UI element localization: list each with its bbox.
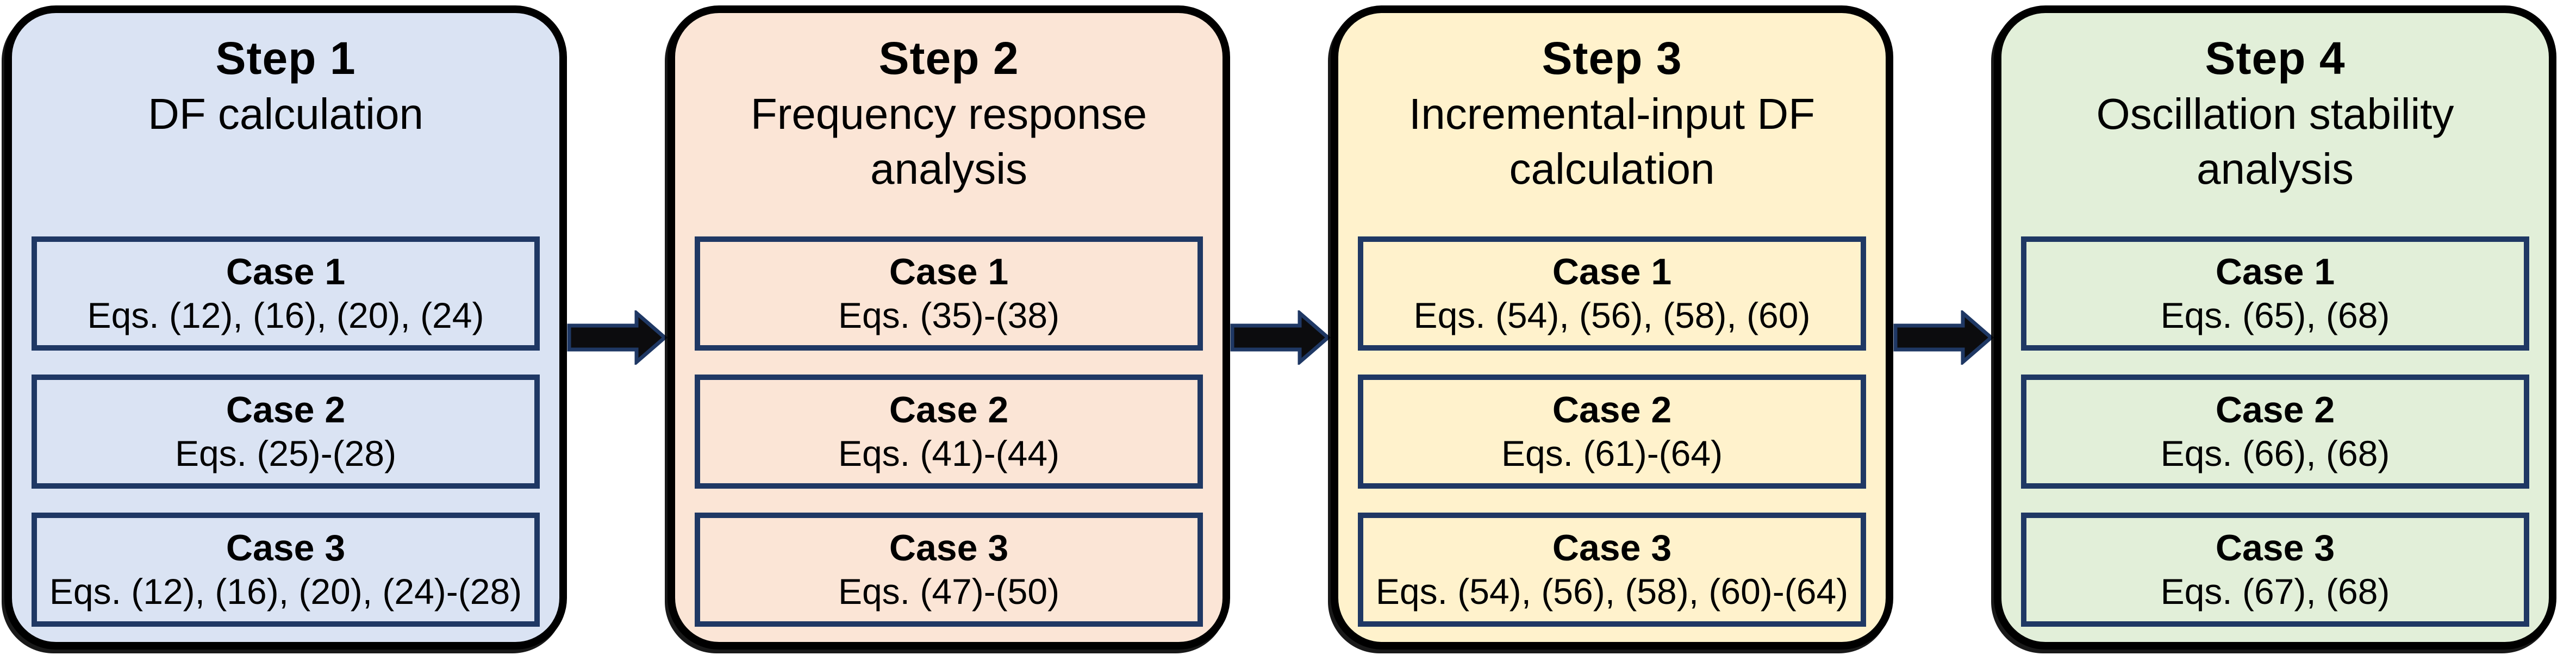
arrow-step1-to-step2 bbox=[567, 5, 668, 650]
step-1-cases: Case 1 Eqs. (12), (16), (20), (24) Case … bbox=[32, 236, 540, 627]
step-2-subtitle: Frequency response analysis bbox=[750, 90, 1147, 193]
step-panel-2: Step 2 Frequency response analysis Case … bbox=[668, 5, 1230, 650]
case-title: Case 1 bbox=[1552, 251, 1672, 292]
case-equations: Eqs. (25)-(28) bbox=[174, 433, 397, 474]
case-title: Case 1 bbox=[226, 251, 346, 292]
case-equations: Eqs. (61)-(64) bbox=[1501, 433, 1723, 474]
case-equations: Eqs. (35)-(38) bbox=[838, 295, 1060, 336]
step-1-subtitle: DF calculation bbox=[148, 90, 423, 139]
step-4-case-3: Case 3 Eqs. (67), (68) bbox=[2021, 513, 2529, 627]
step-4-title: Step 4 bbox=[2205, 33, 2346, 84]
case-equations: Eqs. (67), (68) bbox=[2160, 571, 2390, 612]
case-equations: Eqs. (65), (68) bbox=[2160, 295, 2390, 336]
step-1-case-1: Case 1 Eqs. (12), (16), (20), (24) bbox=[32, 236, 540, 351]
step-2-title: Step 2 bbox=[878, 33, 1019, 84]
case-equations: Eqs. (47)-(50) bbox=[838, 571, 1060, 612]
case-equations: Eqs. (12), (16), (20), (24) bbox=[87, 295, 484, 336]
step-4-case-1: Case 1 Eqs. (65), (68) bbox=[2021, 236, 2529, 351]
case-equations: Eqs. (12), (16), (20), (24)-(28) bbox=[49, 571, 522, 612]
case-title: Case 2 bbox=[1552, 389, 1672, 431]
case-title: Case 3 bbox=[1552, 527, 1672, 569]
case-equations: Eqs. (41)-(44) bbox=[838, 433, 1060, 474]
case-equations: Eqs. (54), (56), (58), (60) bbox=[1413, 295, 1811, 336]
right-arrow-icon bbox=[1230, 310, 1331, 365]
step-2-cases: Case 1 Eqs. (35)-(38) Case 2 Eqs. (41)-(… bbox=[695, 236, 1203, 627]
case-equations: Eqs. (54), (56), (58), (60)-(64) bbox=[1375, 571, 1849, 612]
step-2-case-2: Case 2 Eqs. (41)-(44) bbox=[695, 375, 1203, 489]
right-arrow-icon bbox=[1893, 310, 1994, 365]
case-title: Case 3 bbox=[226, 527, 346, 569]
step-2-case-3: Case 3 Eqs. (47)-(50) bbox=[695, 513, 1203, 627]
case-title: Case 1 bbox=[889, 251, 1009, 292]
step-3-subtitle: Incremental-input DF calculation bbox=[1409, 90, 1815, 193]
step-4-case-2: Case 2 Eqs. (66), (68) bbox=[2021, 375, 2529, 489]
case-title: Case 3 bbox=[2215, 527, 2335, 569]
step-4-cases: Case 1 Eqs. (65), (68) Case 2 Eqs. (66),… bbox=[2021, 236, 2529, 627]
step-panel-4: Step 4 Oscillation stability analysis Ca… bbox=[1994, 5, 2556, 650]
step-4-subtitle: Oscillation stability analysis bbox=[2096, 90, 2454, 193]
case-equations: Eqs. (66), (68) bbox=[2160, 433, 2390, 474]
step-3-case-1: Case 1 Eqs. (54), (56), (58), (60) bbox=[1358, 236, 1866, 351]
step-3-cases: Case 1 Eqs. (54), (56), (58), (60) Case … bbox=[1358, 236, 1866, 627]
step-1-case-3: Case 3 Eqs. (12), (16), (20), (24)-(28) bbox=[32, 513, 540, 627]
step-1-title: Step 1 bbox=[215, 33, 356, 84]
step-3-title: Step 3 bbox=[1542, 33, 1682, 84]
right-arrow-icon bbox=[567, 310, 668, 365]
case-title: Case 2 bbox=[889, 389, 1009, 431]
arrow-step3-to-step4 bbox=[1893, 5, 1994, 650]
step-3-case-3: Case 3 Eqs. (54), (56), (58), (60)-(64) bbox=[1358, 513, 1866, 627]
step-panel-1: Step 1 DF calculation Case 1 Eqs. (12), … bbox=[4, 5, 567, 650]
case-title: Case 2 bbox=[226, 389, 346, 431]
step-panel-3: Step 3 Incremental-input DF calculation … bbox=[1331, 5, 1893, 650]
step-3-case-2: Case 2 Eqs. (61)-(64) bbox=[1358, 375, 1866, 489]
arrow-step2-to-step3 bbox=[1230, 5, 1331, 650]
case-title: Case 3 bbox=[889, 527, 1009, 569]
case-title: Case 2 bbox=[2215, 389, 2335, 431]
step-2-case-1: Case 1 Eqs. (35)-(38) bbox=[695, 236, 1203, 351]
case-title: Case 1 bbox=[2215, 251, 2335, 292]
step-1-case-2: Case 2 Eqs. (25)-(28) bbox=[32, 375, 540, 489]
